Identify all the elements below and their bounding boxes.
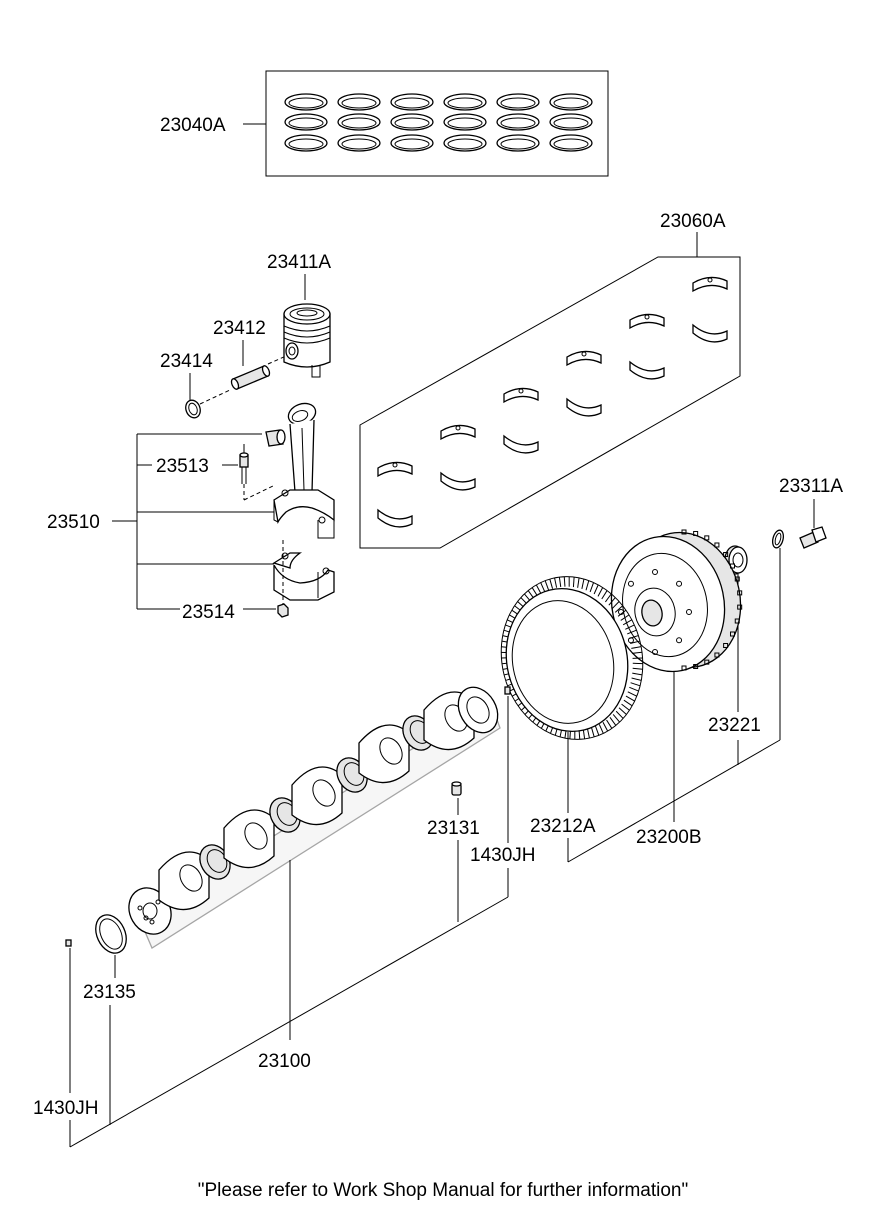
bearing-shell-pair bbox=[503, 387, 539, 454]
crank-web bbox=[223, 809, 275, 869]
ring-gear[interactable] bbox=[484, 562, 660, 813]
label-23212A: 23212A bbox=[530, 816, 596, 837]
footer-note: "Please refer to Work Shop Manual for fu… bbox=[198, 1180, 688, 1201]
dowel-pin-lower[interactable] bbox=[65, 939, 72, 1147]
ring-stack bbox=[549, 93, 593, 152]
label-23311A: 23311A bbox=[779, 476, 843, 497]
label-23514: 23514 bbox=[182, 602, 235, 623]
crank-leader-lines bbox=[69, 896, 509, 1148]
label-23411A: 23411A bbox=[267, 252, 331, 273]
main-bearing-set[interactable] bbox=[359, 232, 741, 549]
label-23131: 23131 bbox=[427, 818, 480, 839]
conrod-leader-lines bbox=[112, 433, 276, 610]
label-23135: 23135 bbox=[83, 982, 136, 1003]
bearing-shell-pair bbox=[440, 424, 476, 491]
label-23513: 23513 bbox=[156, 456, 209, 477]
bolt-washer-ring[interactable] bbox=[771, 529, 785, 549]
conrod-nut[interactable] bbox=[277, 540, 289, 618]
piston-ring-set[interactable] bbox=[243, 70, 609, 177]
label-23060A: 23060A bbox=[660, 211, 726, 232]
label-1430JH-lower: 1430JH bbox=[33, 1098, 99, 1119]
ring-stack bbox=[443, 93, 487, 152]
piston[interactable] bbox=[283, 274, 331, 378]
crankshaft[interactable] bbox=[121, 680, 506, 1040]
bearing-shell-pair bbox=[629, 313, 665, 380]
crank-key[interactable] bbox=[451, 781, 462, 922]
bearing-shell-pair bbox=[566, 350, 602, 417]
piston-pin[interactable] bbox=[230, 340, 287, 390]
flywheel[interactable] bbox=[599, 522, 753, 822]
dowel-pin-upper[interactable] bbox=[504, 686, 511, 897]
bearing-shell-pair bbox=[692, 276, 728, 343]
label-23040A: 23040A bbox=[160, 115, 226, 136]
crank-web bbox=[291, 766, 343, 826]
label-23510: 23510 bbox=[47, 512, 100, 533]
label-23100: 23100 bbox=[258, 1051, 311, 1072]
ring-stack bbox=[496, 93, 540, 152]
label-23412: 23412 bbox=[213, 318, 266, 339]
flywheel-leader-lines bbox=[567, 548, 781, 863]
flywheel-bolt[interactable] bbox=[799, 499, 827, 549]
ring-stack bbox=[390, 93, 434, 152]
conrod-bolt[interactable] bbox=[239, 444, 276, 501]
label-23221: 23221 bbox=[708, 715, 761, 736]
ring-stack bbox=[337, 93, 381, 152]
connecting-rod[interactable] bbox=[265, 400, 335, 601]
label-23414: 23414 bbox=[160, 351, 213, 372]
crank-web bbox=[358, 724, 410, 784]
snap-ring[interactable] bbox=[183, 373, 231, 420]
ring-stack bbox=[284, 93, 328, 152]
label-23200B: 23200B bbox=[636, 827, 702, 848]
label-1430JH-upper: 1430JH bbox=[470, 845, 536, 866]
seal-ring[interactable] bbox=[90, 910, 132, 1120]
crank-web bbox=[158, 851, 210, 911]
bearing-shell-pair bbox=[377, 461, 413, 528]
